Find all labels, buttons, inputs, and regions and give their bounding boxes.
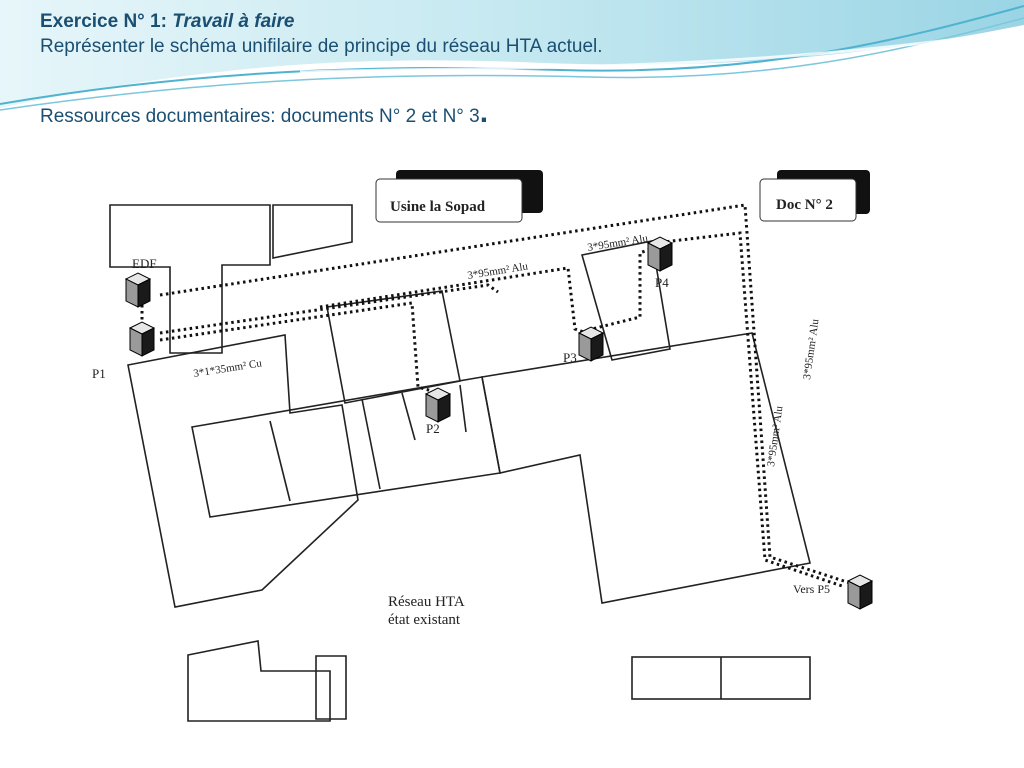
building-p4-wing [580,240,671,361]
doc-label: Doc N° 2 [776,197,833,213]
building-bottom-left-annex [315,655,347,720]
substation-p5-icon [847,574,873,610]
resources-line: Ressources documentaires: documents N° 2… [40,98,603,130]
cable-p4-to-p5-inner [654,231,846,589]
p4-label: P4 [655,275,669,290]
hta-cables [140,203,851,589]
slide-title: Exercice N° 1: Travail à faire [40,10,603,34]
slide-title-block: Exercice N° 1: Travail à faire Représent… [40,10,603,130]
substation-edf-icon [125,272,151,308]
building-east-block [481,332,811,604]
building-bottom-left [187,640,331,722]
title-italic: Travail à faire [172,11,295,32]
title-prefix: Exercice N° 1: [40,11,173,32]
background-waves [0,0,1024,111]
interior-walls [269,384,467,502]
resources-text: Ressources documentaires: documents N° 2… [40,106,480,127]
substation-p3-icon [578,326,604,362]
resources-dot: . [479,96,489,129]
substation-p2-icon [425,387,451,423]
site-plan-diagram: Usine la Sopad Doc N° 2 [80,155,900,735]
caption-line1: Réseau HTA [388,594,465,610]
p2-label: P2 [426,421,440,436]
building-top-left-annex [272,204,353,259]
cable-p1-to-p2-upper [159,283,499,335]
doc-header-box: Doc N° 2 [759,170,870,222]
usine-label: Usine la Sopad [390,199,486,215]
cable-p1-to-p2-lower [159,301,433,393]
building-top-left [109,204,271,354]
substation-p1-icon [129,321,155,357]
cable-edf-to-p5-outer [159,203,851,585]
edf-label: EDF [132,256,157,271]
slide-subtitle: Représenter le schéma unifilaire de prin… [40,36,603,57]
cable-p3-to-p4 [587,245,656,332]
p3-label: P3 [563,350,577,365]
substation-p4-icon [647,236,673,272]
usine-header-box: Usine la Sopad [375,170,543,223]
p1-label: P1 [92,366,106,381]
building-west-wing [127,334,359,608]
p5-label: Vers P5 [793,582,830,596]
plan-background [80,155,900,735]
caption-line2: état existant [388,612,461,628]
buildings [109,204,811,722]
